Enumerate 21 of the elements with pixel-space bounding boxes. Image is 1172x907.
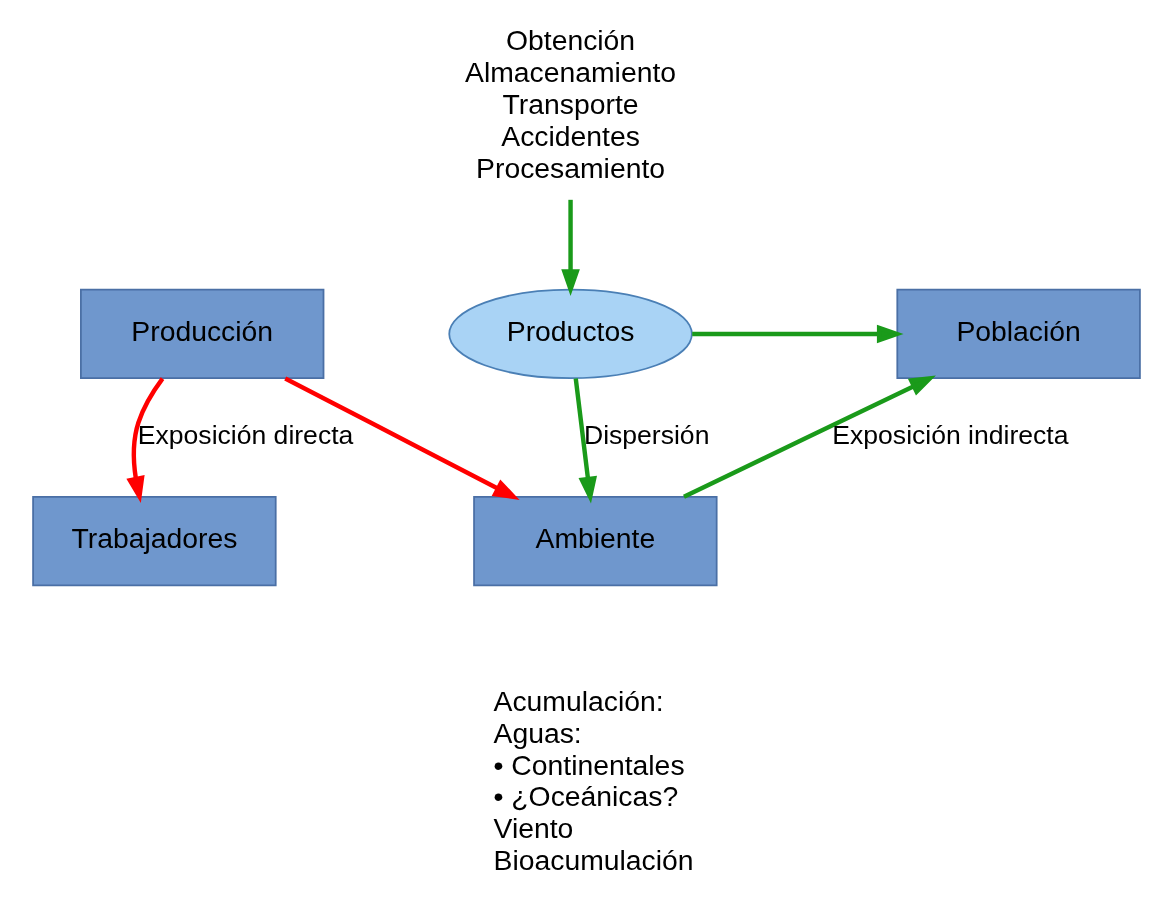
node-box: Ambiente xyxy=(472,496,718,587)
arrow xyxy=(691,324,904,344)
arrow xyxy=(573,378,597,504)
node-label: Viento xyxy=(493,812,573,845)
edge-label: Exposición indirecta xyxy=(831,419,1068,450)
node-label: • Continentales xyxy=(493,748,685,781)
node-ellipse: Productos xyxy=(447,288,693,380)
node-label: Acumulación: xyxy=(493,684,664,717)
node-text: Obtención Almacenamiento Transporte Accidentes Procesamiento xyxy=(464,24,676,184)
node-label: Bioacumulación xyxy=(493,844,694,877)
node-label: Aguas: xyxy=(493,716,582,749)
node-label: • ¿Oceánicas? xyxy=(493,780,678,813)
node-box: Producción xyxy=(79,288,324,380)
arrow xyxy=(682,375,936,499)
arrow xyxy=(560,199,580,296)
arrow xyxy=(283,376,520,500)
node-box: Población xyxy=(895,288,1141,380)
node-box: Trabajadores xyxy=(31,496,277,587)
edge-label: Dispersión xyxy=(583,419,709,450)
edge-label: Exposición directa xyxy=(137,419,353,450)
arrow xyxy=(125,377,164,503)
